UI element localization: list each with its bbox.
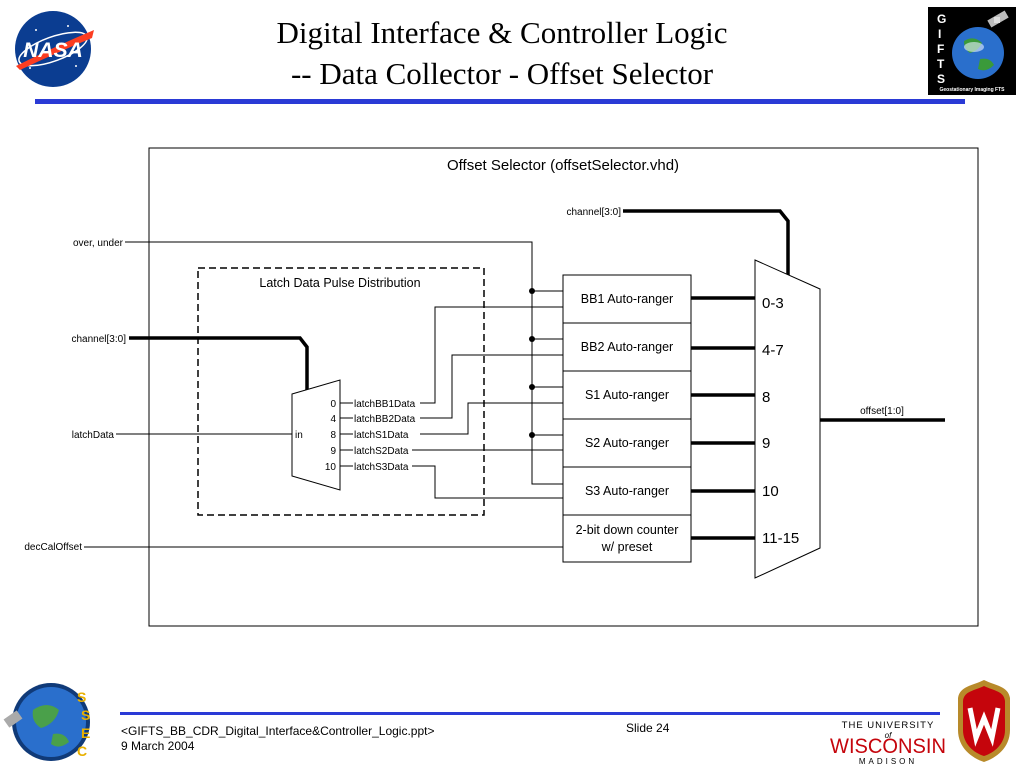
auto-ranger-label-3: S2 Auto-ranger [585, 436, 669, 450]
diagram-frame [148, 147, 979, 627]
thick-buses [129, 209, 945, 540]
demux-shape [291, 379, 341, 491]
footer-filename: <GIFTS_BB_CDR_Digital_Interface&Controll… [121, 724, 435, 738]
auto-ranger-label-2: S1 Auto-ranger [585, 388, 669, 402]
demux-select-2: 8 [330, 430, 336, 441]
demux-select-1: 4 [330, 414, 336, 425]
gifts-letter-t: T [937, 57, 945, 71]
footer-slide-number: Slide 24 [626, 721, 670, 735]
mux-input-label-3: 9 [762, 435, 770, 452]
ssec-letter-2: S [81, 707, 90, 723]
uw-crest [956, 678, 1012, 764]
nasa-logo-text: NASA [23, 39, 83, 62]
gifts-letter-g: G [937, 12, 946, 26]
latch-box-title: Latch Data Pulse Distribution [259, 276, 420, 290]
channel-top-label: channel[3:0] [567, 207, 622, 218]
footer-rule [120, 712, 940, 715]
uw-of: of [885, 731, 892, 740]
ssec-letter-4: C [77, 743, 87, 759]
demux-select-4: 10 [325, 462, 337, 473]
latch-distribution-box [197, 267, 485, 516]
slide-title-line2: -- Data Collector - Offset Selector [290, 56, 714, 91]
auto-ranger-block-1 [562, 322, 692, 372]
footer-date: 9 March 2004 [121, 739, 195, 753]
ssec-logo: S S E C [3, 680, 98, 765]
uw-line1: THE UNIVERSITY [842, 720, 935, 731]
mux-input-label-1: 4-7 [762, 342, 784, 359]
mux-input-label-5: 11-15 [762, 530, 799, 547]
auto-ranger-block-3 [562, 418, 692, 468]
latchdata-label: latchData [72, 430, 115, 441]
mux-input-label-4: 10 [762, 483, 779, 500]
gifts-caption: Geostationary Imaging FTS [939, 87, 1005, 93]
gifts-letter-i: I [938, 27, 941, 41]
uw-line3: MADISON [859, 757, 917, 766]
uw-wordmark: THE UNIVERSITY of WISCONSIN MADISON [830, 716, 950, 766]
mux-shape [754, 259, 821, 579]
uw-line2: WISCONSIN [830, 735, 946, 758]
junction-dots [529, 288, 535, 438]
auto-ranger-label-1: BB2 Auto-ranger [581, 340, 673, 354]
demux-output-label-3: latchS2Data [354, 446, 409, 457]
ssec-letter-1: S [77, 689, 86, 705]
deccaloffset-label: decCalOffset [24, 542, 82, 553]
offset-out-label: offset[1:0] [860, 406, 904, 417]
mux-input-label-2: 8 [762, 389, 770, 406]
down-counter-line1: 2-bit down counter [576, 523, 679, 537]
over-under-label: over, under [73, 238, 124, 249]
mux-input-label-0: 0-3 [762, 295, 784, 312]
gifts-letter-f: F [937, 42, 944, 56]
thin-wires [84, 241, 563, 548]
demux-select-3: 9 [330, 446, 336, 457]
channel-in-label: channel[3:0] [72, 334, 127, 345]
ssec-letter-3: E [81, 725, 90, 741]
demux-output-label-4: latchS3Data [354, 462, 409, 473]
diagram-title: Offset Selector (offsetSelector.vhd) [447, 157, 679, 174]
down-counter-line2: w/ preset [601, 540, 653, 554]
gifts-logo: G I F T S Geostationary Imaging FTS [928, 7, 1016, 95]
gifts-letter-s: S [937, 72, 945, 86]
demux-input-label: in [295, 430, 303, 441]
demux-output-label-2: latchS1Data [354, 430, 409, 441]
auto-ranger-block-4 [562, 466, 692, 516]
demux-output-label-1: latchBB2Data [354, 414, 416, 425]
auto-ranger-block-0 [562, 274, 692, 324]
nasa-logo: NASA [6, 8, 100, 90]
slide-title-line1: Digital Interface & Controller Logic [276, 15, 728, 50]
auto-ranger-label-0: BB1 Auto-ranger [581, 292, 673, 306]
demux-output-label-0: latchBB1Data [354, 399, 416, 410]
auto-ranger-label-4: S3 Auto-ranger [585, 484, 669, 498]
title-rule [35, 99, 965, 104]
down-counter-block [562, 514, 692, 563]
auto-ranger-block-2 [562, 370, 692, 420]
demux-select-0: 0 [330, 399, 336, 410]
